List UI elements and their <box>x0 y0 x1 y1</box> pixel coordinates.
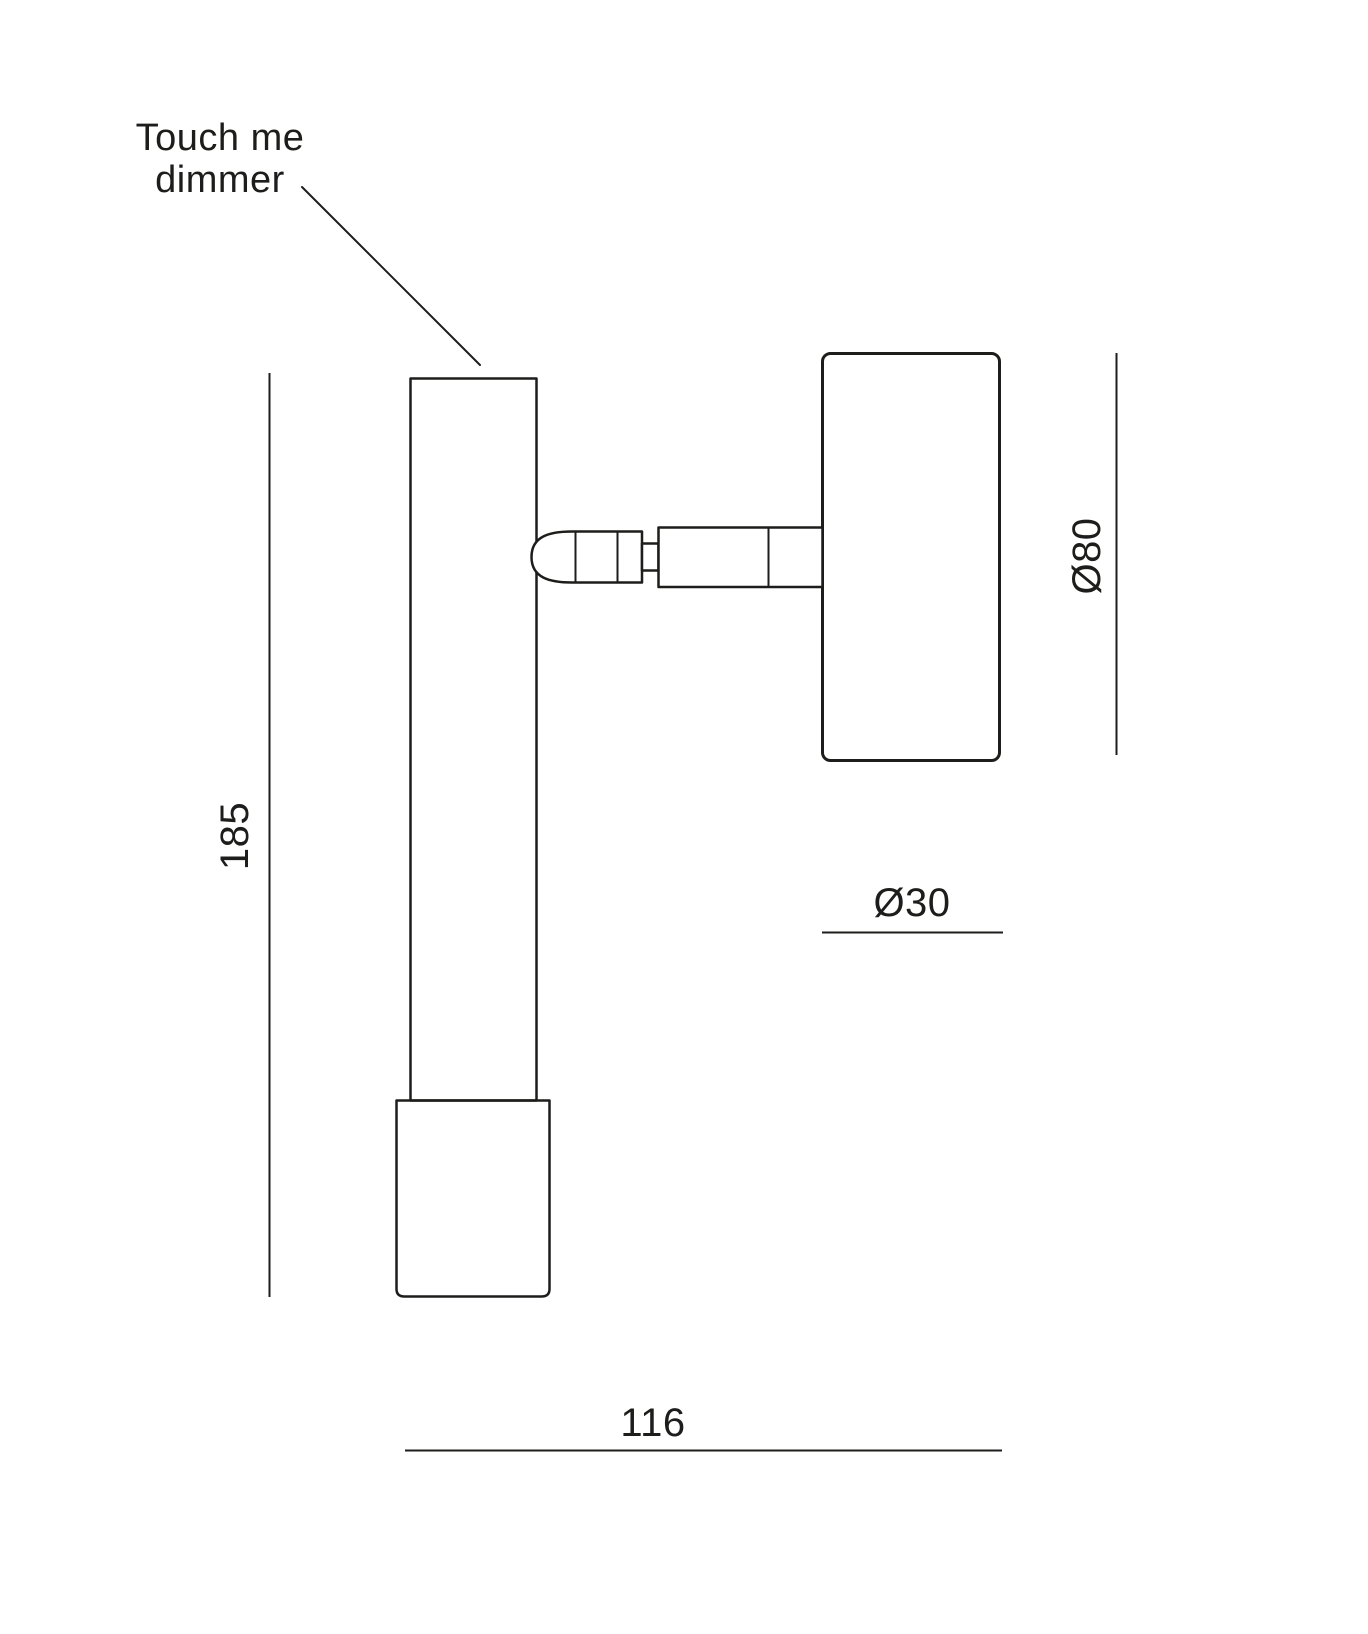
joint-barrel-outline <box>657 526 824 589</box>
dimension-overall-height: 185 <box>213 373 271 1297</box>
lamp-head-outline <box>821 352 1001 762</box>
touch-dimmer-label-line1: Touch me <box>136 117 305 159</box>
dim-label-width: 116 <box>620 1401 685 1445</box>
dimension-overall-width: 116 <box>405 1401 1002 1452</box>
dim-label-shade-diameter: Ø80 <box>1065 517 1109 594</box>
joint-knuckle-outline <box>530 530 644 584</box>
dimension-tube-diameter: Ø30 <box>822 881 1003 934</box>
touch-dimmer-callout: Touch me dimmer <box>136 117 481 366</box>
wall-tube-outline <box>409 377 538 1102</box>
dimension-shade-diameter: Ø80 <box>1065 353 1118 755</box>
dim-label-tube-diameter: Ø30 <box>873 881 950 925</box>
callout-leader-line <box>301 186 481 366</box>
touch-dimmer-label-line2: dimmer <box>155 159 285 201</box>
swivel-joint <box>530 526 824 589</box>
base-cylinder-outline <box>395 1099 551 1298</box>
joint-neck-outline <box>640 542 660 572</box>
dim-label-height: 185 <box>213 802 257 870</box>
lamp-outline <box>395 352 1001 1298</box>
